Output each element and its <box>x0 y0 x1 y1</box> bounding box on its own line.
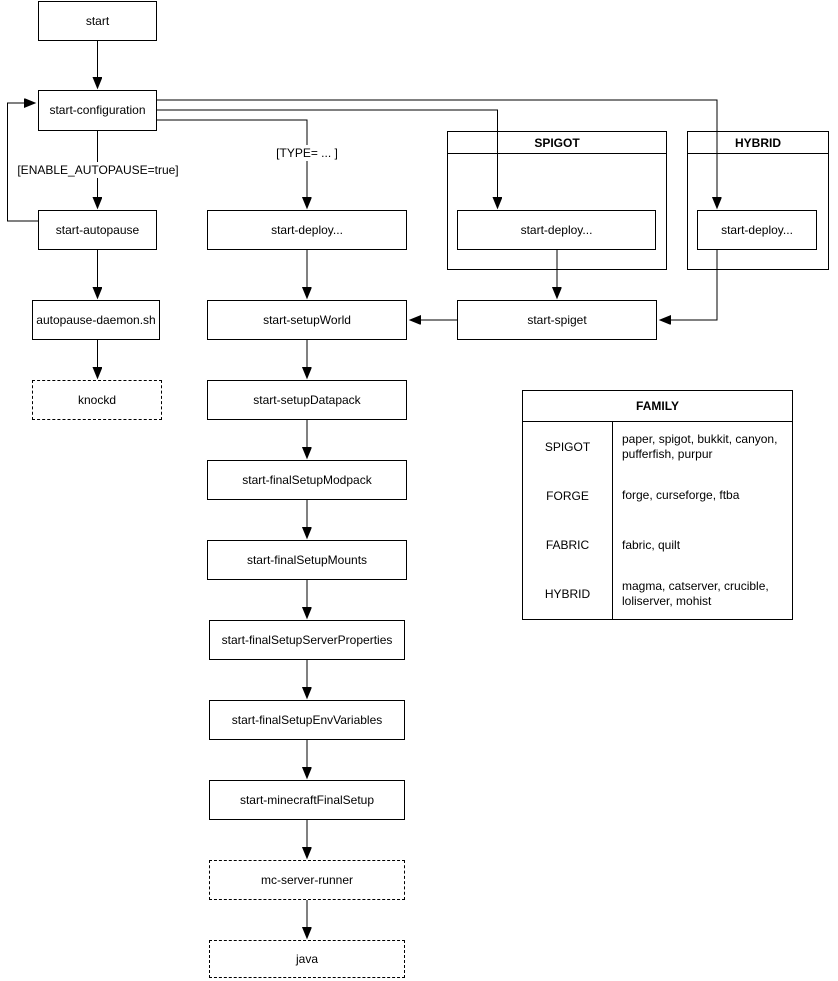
node-autopause-daemon: autopause-daemon.sh <box>32 300 160 340</box>
family-name-cell: FABRIC <box>523 520 613 570</box>
node-start-deploy-hybrid: start-deploy... <box>697 210 817 250</box>
edge-label-type: [TYPE= ... ] <box>274 145 340 161</box>
node-start-setup-world: start-setupWorld <box>207 300 407 340</box>
node-start-deploy-spigot: start-deploy... <box>457 210 656 250</box>
table-row: HYBRID magma, catserver, crucible, lolis… <box>523 569 792 619</box>
container-spigot-title: SPIGOT <box>448 132 666 154</box>
family-name-cell: SPIGOT <box>523 422 613 472</box>
family-name-cell: HYBRID <box>523 569 613 619</box>
family-table-body: SPIGOT paper, spigot, bukkit, canyon, pu… <box>523 422 792 619</box>
node-start-final-setup-server-properties: start-finalSetupServerProperties <box>209 620 405 660</box>
family-members-cell: magma, catserver, crucible, loliserver, … <box>622 579 769 609</box>
family-members-cell: fabric, quilt <box>622 537 681 552</box>
node-start-minecraft-final-setup: start-minecraftFinalSetup <box>209 780 405 820</box>
node-knockd: knockd <box>32 380 162 420</box>
family-members-cell: forge, curseforge, ftba <box>622 488 740 503</box>
node-start-deploy: start-deploy... <box>207 210 407 250</box>
table-row: SPIGOT paper, spigot, bukkit, canyon, pu… <box>523 422 792 472</box>
node-start-final-setup-env-variables: start-finalSetupEnvVariables <box>209 700 405 740</box>
family-members-cell: paper, spigot, bukkit, canyon, pufferfis… <box>622 431 778 461</box>
family-table-title: FAMILY <box>523 391 792 422</box>
node-java: java <box>209 940 405 978</box>
family-table: FAMILY SPIGOT paper, spigot, bukkit, can… <box>522 390 793 620</box>
table-row: FABRIC fabric, quilt <box>523 520 792 570</box>
node-start-final-setup-modpack: start-finalSetupModpack <box>207 460 407 500</box>
family-name-cell: FORGE <box>523 471 613 521</box>
node-start: start <box>38 1 157 41</box>
table-row: FORGE forge, curseforge, ftba <box>523 471 792 521</box>
node-start-configuration: start-configuration <box>38 90 157 131</box>
node-mc-server-runner: mc-server-runner <box>209 860 405 900</box>
node-start-final-setup-mounts: start-finalSetupMounts <box>207 540 407 580</box>
container-hybrid-title: HYBRID <box>688 132 828 154</box>
node-start-autopause: start-autopause <box>38 210 157 250</box>
node-start-spiget: start-spiget <box>457 300 657 340</box>
node-start-setup-datapack: start-setupDatapack <box>207 380 407 420</box>
edge-label-enable-autopause: [ENABLE_AUTOPAUSE=true] <box>15 162 181 178</box>
